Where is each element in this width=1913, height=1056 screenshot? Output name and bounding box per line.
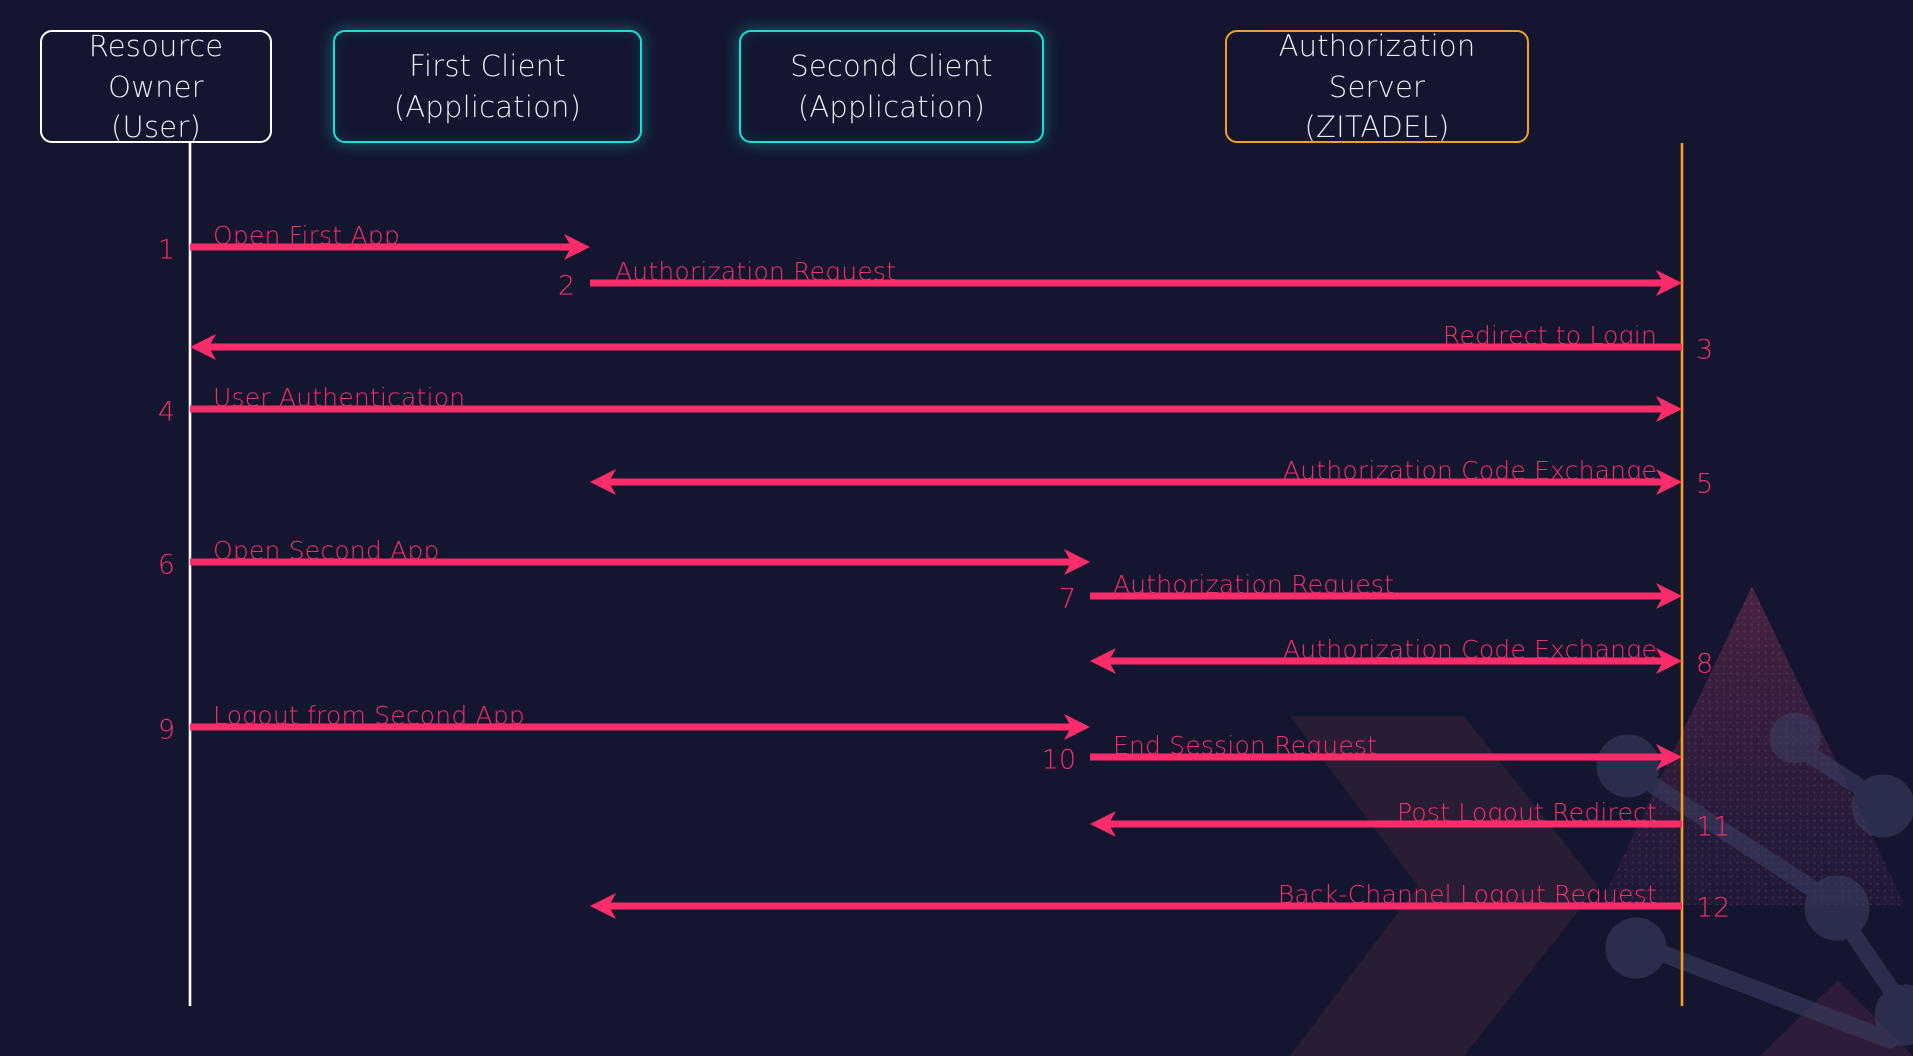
sequence-number-9: 9 (157, 714, 175, 746)
sequence-number-12: 12 (1696, 892, 1731, 924)
message-label-10: End Session Request (1113, 731, 1378, 760)
message-arrow-6 (190, 549, 1090, 575)
sequence-number-3: 3 (1696, 334, 1714, 366)
participant-label-authorization-server: Authorization Server (ZITADEL) (1278, 29, 1476, 144)
participant-label-first-client: First Client (Application) (393, 49, 582, 124)
message-label-7: Authorization Request (1113, 570, 1395, 599)
participant-label-second-client: Second Client (Application) (790, 49, 993, 124)
message-arrow-12 (590, 893, 1682, 919)
participant-box-authorization-server[interactable]: Authorization Server (ZITADEL) (1225, 29, 1529, 144)
message-arrow-7 (1090, 583, 1682, 609)
message-arrow-9 (190, 714, 1090, 740)
sequence-number-5: 5 (1696, 468, 1714, 500)
message-label-5: Authorization Code Exchange (1282, 456, 1657, 485)
message-arrow-3 (190, 334, 1682, 360)
sequence-number-11: 11 (1696, 811, 1731, 843)
message-arrow-4 (190, 396, 1682, 422)
sequence-number-8: 8 (1696, 648, 1714, 680)
sequence-number-6: 6 (157, 549, 175, 581)
message-label-3: Redirect to Login (1442, 321, 1657, 350)
participant-box-resource-owner[interactable]: Resource Owner (User) (40, 29, 272, 144)
participant-box-first-client[interactable]: First Client (Application) (333, 30, 642, 143)
message-arrow-8 (1090, 648, 1682, 674)
message-arrow-5 (590, 469, 1682, 495)
message-label-2: Authorization Request (615, 257, 897, 286)
message-arrow-10 (1090, 744, 1682, 770)
message-label-12: Back-Channel Logout Request (1277, 880, 1657, 909)
sequence-number-2: 2 (557, 270, 575, 302)
message-label-6: Open Second App (213, 536, 440, 565)
sequence-number-1: 1 (157, 234, 175, 266)
message-arrows-group (190, 234, 1682, 919)
participant-box-second-client[interactable]: Second Client (Application) (739, 30, 1044, 143)
sequence-number-10: 10 (1041, 744, 1076, 776)
message-label-9: Logout from Second App (213, 701, 525, 730)
participant-label-resource-owner: Resource Owner (User) (88, 29, 224, 144)
message-label-8: Authorization Code Exchange (1282, 635, 1657, 664)
message-arrow-11 (1090, 811, 1682, 837)
message-arrow-1 (190, 234, 590, 260)
message-label-4: User Authentication (213, 383, 466, 412)
sequence-number-4: 4 (157, 396, 175, 428)
message-arrow-2 (590, 270, 1682, 296)
sequence-number-7: 7 (1058, 583, 1076, 615)
lifelines-group (188, 143, 1684, 1006)
message-label-1: Open First App (213, 221, 400, 250)
message-label-11: Post Logout Redirect (1396, 798, 1657, 827)
